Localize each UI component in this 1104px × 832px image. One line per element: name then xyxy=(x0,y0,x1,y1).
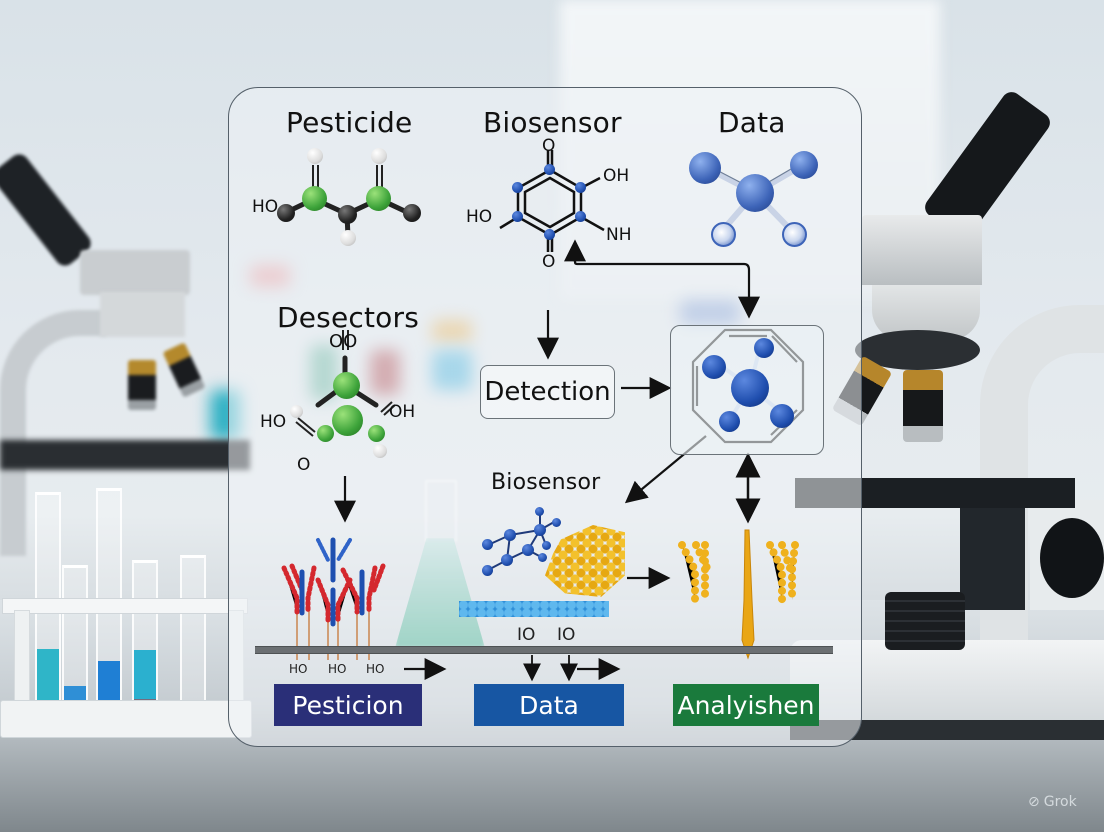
left-microscope-head xyxy=(80,250,190,295)
biosensor-node xyxy=(552,518,561,527)
data-title: Data xyxy=(718,106,786,139)
pesticide-ho-label: HO xyxy=(252,197,279,217)
membrane-ho-label: HO xyxy=(289,662,308,676)
data-label-box: Data xyxy=(474,684,624,726)
biosensor-oh-label: OH xyxy=(603,166,630,186)
desectors-oh-label: OH xyxy=(389,402,416,422)
data-atom xyxy=(689,152,721,184)
hydrogen-atom xyxy=(290,405,303,418)
test-tube xyxy=(180,555,206,710)
desectors-carbon-atom xyxy=(317,425,334,442)
right-microscope-condenser xyxy=(885,592,965,650)
test-tube-rack xyxy=(0,0,260,832)
hub-atom xyxy=(702,355,726,379)
left-microscope-stage xyxy=(0,440,250,470)
ring-atom xyxy=(575,182,586,193)
ring-atom xyxy=(512,211,523,222)
data-atom xyxy=(790,151,818,179)
hydrogen-atom xyxy=(371,148,387,164)
biosensor-node xyxy=(522,544,534,556)
signal-label: IO xyxy=(557,625,576,645)
biosensor-title: Biosensor xyxy=(483,106,622,139)
ring-atom xyxy=(575,211,586,222)
biosensor-nh-label: NH xyxy=(606,225,632,245)
data-atom xyxy=(711,222,736,247)
oxygen-atom xyxy=(277,204,295,222)
right-microscope-base-shadow xyxy=(790,718,1104,740)
pesticide-title: Pesticide xyxy=(286,106,413,139)
membrane-ho-label: HO xyxy=(328,662,347,676)
sensor-baseline xyxy=(255,646,833,654)
analyishen-label-box: Analyishen xyxy=(673,684,819,726)
biosensor-ho-label: HO xyxy=(466,207,493,227)
right-microscope-column xyxy=(960,505,1025,610)
hydrogen-atom xyxy=(340,230,356,246)
biosensor-node xyxy=(534,524,546,536)
right-microscope-objective xyxy=(903,370,943,442)
ring-atom xyxy=(544,229,555,240)
biosensor-node xyxy=(482,539,493,550)
watermark-text: Grok xyxy=(1043,794,1077,810)
biosensor-node xyxy=(482,565,493,576)
biosensor-node xyxy=(501,554,513,566)
biosensor-o-top-label: O xyxy=(542,136,556,156)
desectors-oo-label: OO xyxy=(329,331,358,352)
signal-label: IO xyxy=(517,625,536,645)
rack-top xyxy=(2,598,248,614)
hub-atom xyxy=(719,411,740,432)
desectors-carbon-atom xyxy=(333,372,360,399)
oxygen-atom xyxy=(403,204,421,222)
left-microscope-objective xyxy=(128,360,156,410)
grok-logo-icon: ⊘ xyxy=(1028,794,1040,810)
carbon-atom xyxy=(302,186,327,211)
biosensor-node xyxy=(542,541,551,550)
biosensor-node xyxy=(535,507,544,516)
membrane-bead-layer xyxy=(459,601,609,617)
biosensor-node xyxy=(538,553,547,562)
desectors-ho-label: HO xyxy=(260,412,287,432)
data-atom xyxy=(782,222,807,247)
ring-atom xyxy=(512,182,523,193)
right-microscope-focus-knob xyxy=(1040,518,1104,598)
detection-box: Detection xyxy=(480,365,615,419)
carbon-atom xyxy=(366,186,391,211)
hydrogen-atom xyxy=(307,148,323,164)
rack-leg xyxy=(14,610,30,702)
hub-center-atom xyxy=(731,369,769,407)
desectors-o-label: O xyxy=(297,455,311,475)
hydrogen-atom xyxy=(373,444,387,458)
left-microscope-body xyxy=(100,292,185,337)
membrane-ho-label: HO xyxy=(366,662,385,676)
biosensor-o-bottom-label: O xyxy=(542,252,556,272)
pesticion-label-box: Pesticion xyxy=(274,684,422,726)
oxygen-atom xyxy=(338,205,357,224)
watermark: ⊘ Grok xyxy=(1028,794,1077,810)
right-microscope-head xyxy=(862,215,982,285)
biosensor-lower-title: Biosensor xyxy=(491,470,601,495)
ring-atom xyxy=(544,164,555,175)
hub-atom xyxy=(754,338,774,358)
desectors-center-atom xyxy=(332,405,363,436)
data-center-atom xyxy=(736,174,774,212)
rack-base xyxy=(0,700,252,738)
hub-atom xyxy=(770,404,794,428)
biosensor-node xyxy=(504,529,516,541)
desectors-title: Desectors xyxy=(277,301,420,334)
test-tube xyxy=(62,565,88,720)
desectors-carbon-atom xyxy=(368,425,385,442)
test-tube xyxy=(132,560,158,710)
